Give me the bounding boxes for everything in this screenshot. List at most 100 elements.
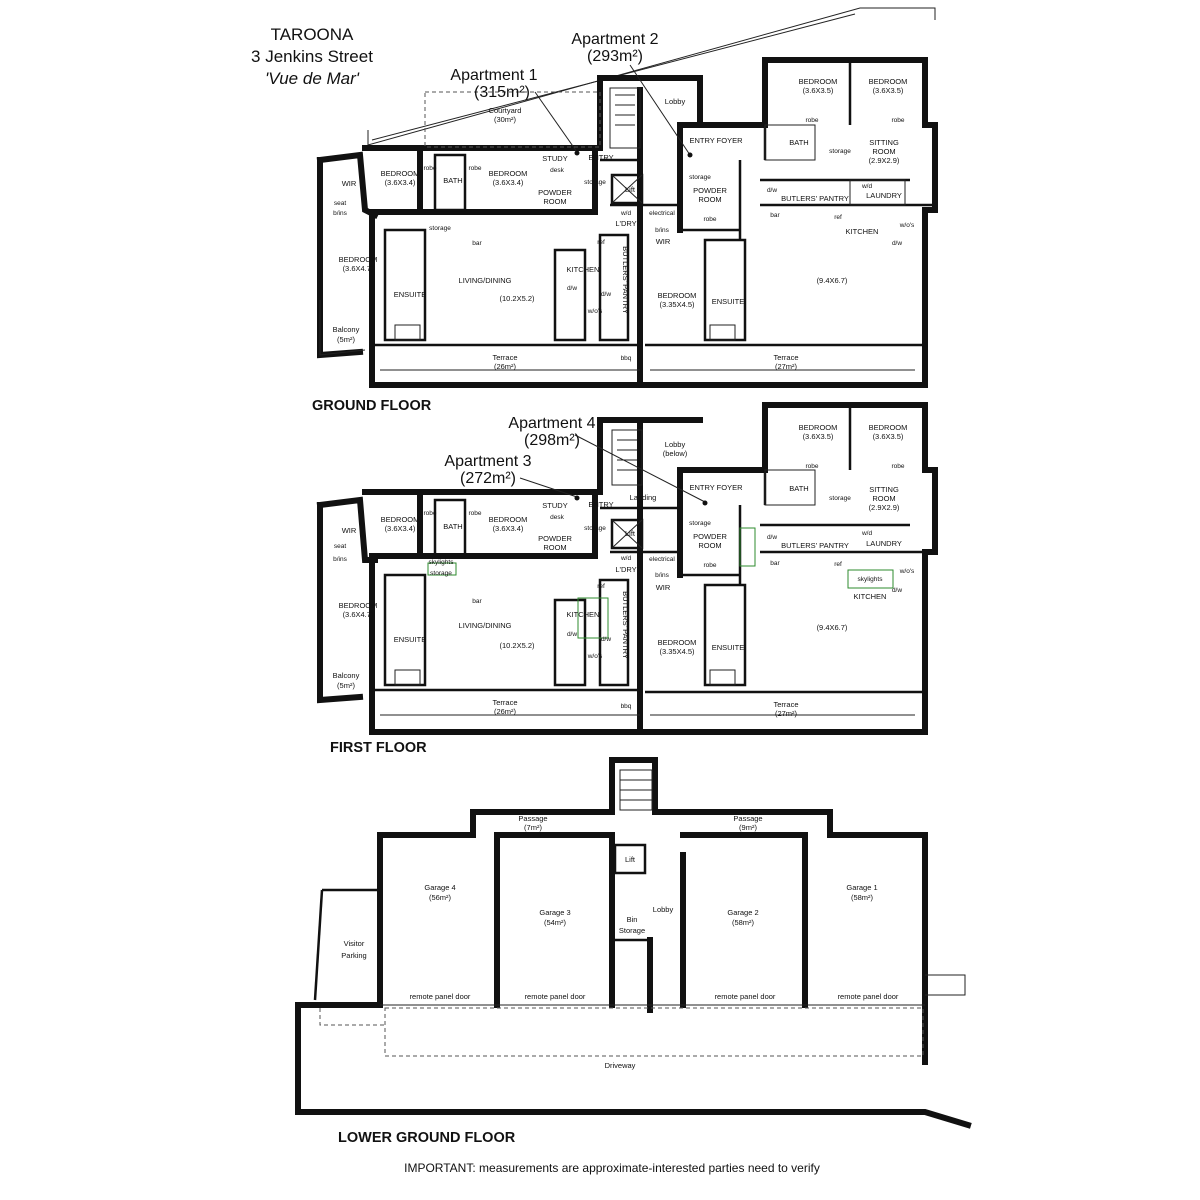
apartment-1-name: Apartment 1 — [450, 67, 537, 84]
room-label: Bin — [627, 915, 638, 924]
room-label: BATH — [443, 176, 462, 185]
room-label: BATH — [789, 138, 808, 147]
room-label: robe — [423, 510, 436, 517]
room-label: ENTRY FOYER — [689, 136, 743, 145]
room-label: ROOM — [698, 195, 721, 204]
room-label: d/w — [567, 285, 577, 292]
room-label: Terrace — [492, 698, 517, 707]
room-label: robe — [891, 463, 904, 470]
room-label: STUDY — [542, 501, 567, 510]
room-label: electrical — [649, 556, 675, 563]
room-label: STUDY — [542, 154, 567, 163]
room-label: ROOM — [543, 197, 566, 206]
title-line-1: TAROONA — [271, 25, 354, 44]
room-label: (7m²) — [524, 823, 542, 832]
room-label: (3.35X4.5) — [659, 300, 695, 309]
room-label: (58m²) — [851, 893, 874, 902]
room-label: d/w — [767, 187, 777, 194]
title-line-2: 3 Jenkins Street — [251, 47, 373, 66]
room-label: storage — [430, 570, 452, 577]
room-label: (27m²) — [775, 362, 798, 371]
room-label: (27m²) — [775, 709, 798, 718]
room-label: ROOM — [872, 494, 895, 503]
room-label: seat — [334, 200, 346, 207]
room-label: seat — [334, 543, 346, 550]
room-label: Garage 3 — [539, 908, 570, 917]
apartment-3-area: (272m²) — [460, 470, 516, 487]
room-label: storage — [689, 520, 711, 527]
room-label: KITCHEN — [567, 610, 600, 619]
room-label: BEDROOM — [658, 291, 697, 300]
room-label: bar — [770, 560, 780, 567]
room-label: ref — [597, 239, 605, 246]
room-label: BEDROOM — [381, 169, 420, 178]
room-label: storage — [829, 495, 851, 502]
room-label: BEDROOM — [869, 423, 908, 432]
room-label: (3.6X3.5) — [803, 86, 834, 95]
room-label: robe — [805, 117, 818, 124]
room-label: (3.35X4.5) — [659, 647, 695, 656]
room-label: ROOM — [698, 541, 721, 550]
room-label: w/d — [861, 530, 873, 537]
room-label: (5m²) — [337, 335, 355, 344]
room-label: w/d — [620, 210, 632, 217]
site-boundary — [367, 7, 936, 146]
room-label: (3.6X4.7) — [343, 610, 374, 619]
room-label: Terrace — [773, 353, 798, 362]
lower-ground-floor-plan — [295, 757, 972, 1129]
room-label: bar — [472, 598, 482, 605]
room-label: desk — [550, 514, 564, 521]
room-label: storage — [584, 179, 606, 186]
room-label: (10.2X5.2) — [499, 294, 535, 303]
room-label: WIR — [656, 237, 671, 246]
room-label: Courtyard — [489, 106, 522, 115]
room-label: (3.6X3.4) — [493, 178, 524, 187]
room-label: ROOM — [872, 147, 895, 156]
room-label: BATH — [789, 484, 808, 493]
room-label: KITCHEN — [846, 227, 879, 236]
room-label: ENSUITE — [712, 297, 745, 306]
room-label: bbq — [621, 703, 632, 710]
room-label: desk — [550, 167, 564, 174]
room-label: BEDROOM — [381, 515, 420, 524]
room-label: BEDROOM — [869, 77, 908, 86]
room-label: w/o's — [587, 653, 603, 660]
room-label: BUTLERS' PANTRY — [781, 541, 849, 550]
room-label: b/ins — [333, 210, 347, 217]
ground-floor-plan — [316, 7, 938, 388]
room-label: ref — [834, 561, 842, 568]
room-label: skylights — [858, 576, 884, 583]
room-label: Lobby — [665, 440, 686, 449]
room-label: ref — [597, 583, 605, 590]
first-floor-labels: WIR seat b/ins BEDROOM (3.6X4.7) Balcony… — [333, 423, 915, 718]
room-label: robe — [703, 562, 716, 569]
room-label: (10.2X5.2) — [499, 641, 535, 650]
room-label: (26m²) — [494, 707, 517, 716]
first-floor-label: FIRST FLOOR — [330, 740, 427, 756]
room-label: w/d — [861, 183, 873, 190]
room-label: b/ins — [655, 572, 669, 579]
room-label: BEDROOM — [489, 515, 528, 524]
room-label: (58m²) — [732, 918, 755, 927]
lower-ground-floor-label: LOWER GROUND FLOOR — [338, 1130, 516, 1146]
room-label: b/ins — [333, 556, 347, 563]
apartment-4-name: Apartment 4 — [508, 415, 595, 432]
room-label: bar — [472, 240, 482, 247]
room-label: w/o's — [587, 308, 603, 315]
room-label: remote panel door — [715, 992, 776, 1001]
room-label: Passage — [733, 814, 762, 823]
room-label: KITCHEN — [567, 265, 600, 274]
room-label: (3.6X4.7) — [343, 264, 374, 273]
room-label: BEDROOM — [489, 169, 528, 178]
room-label: robe — [805, 463, 818, 470]
ground-floor-labels: WIR seat b/ins BEDROOM (3.6X4.7) Balcony… — [333, 77, 915, 371]
room-label: (26m²) — [494, 362, 517, 371]
room-label: b/ins — [655, 227, 669, 234]
room-label: WIR — [342, 179, 357, 188]
room-label: (2.9X2.9) — [869, 503, 900, 512]
room-label: bbq — [621, 355, 632, 362]
room-label: w/o's — [899, 568, 915, 575]
room-label: skylights — [429, 559, 455, 566]
room-label: BUTLERS' PANTRY — [781, 194, 849, 203]
